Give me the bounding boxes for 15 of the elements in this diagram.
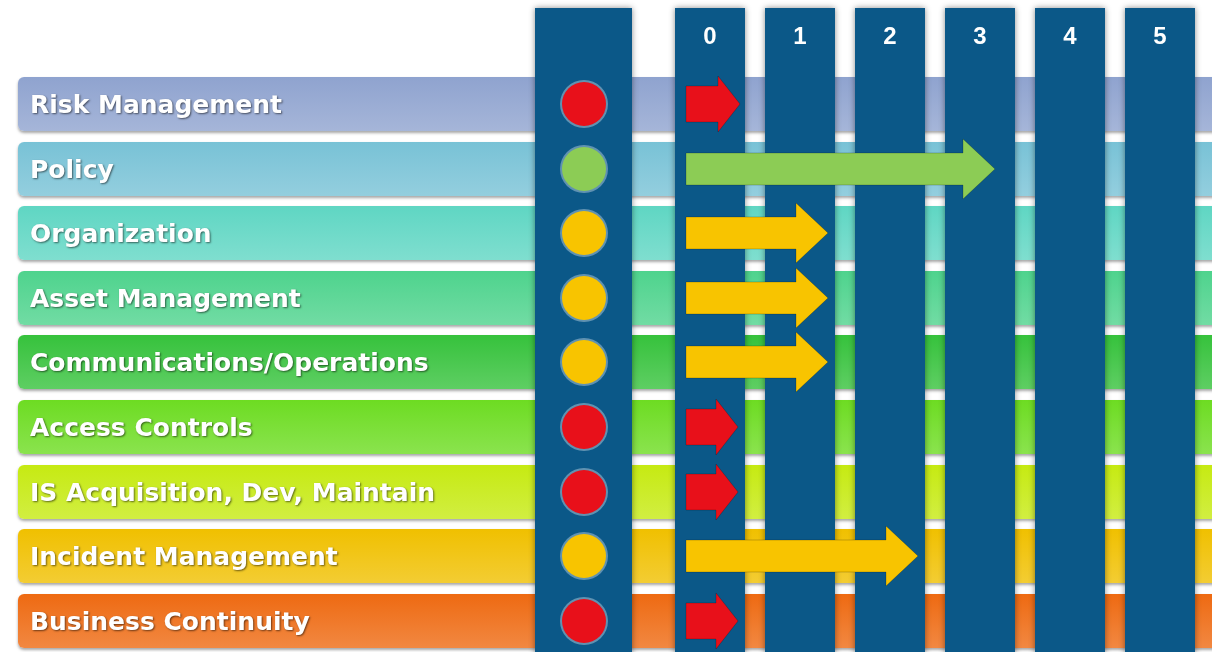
row-label: Incident Management xyxy=(30,541,338,571)
row-label: Risk Management xyxy=(30,89,283,119)
level-number: 0 xyxy=(702,22,718,50)
row-label: Policy xyxy=(30,154,114,184)
row-label: Organization xyxy=(30,218,212,248)
level-number: 4 xyxy=(1062,22,1078,50)
row-label: Business Continuity xyxy=(30,606,310,636)
row-label: IS Acquisition, Dev, Maintain xyxy=(30,477,436,507)
level-number: 3 xyxy=(972,22,988,50)
level-number: 1 xyxy=(792,22,808,50)
row-label: Asset Management xyxy=(30,283,301,313)
row-label: Access Controls xyxy=(30,412,253,442)
row-label: Communications/Operations xyxy=(30,347,429,377)
level-number: 2 xyxy=(882,22,898,50)
level-number: 5 xyxy=(1152,22,1168,50)
